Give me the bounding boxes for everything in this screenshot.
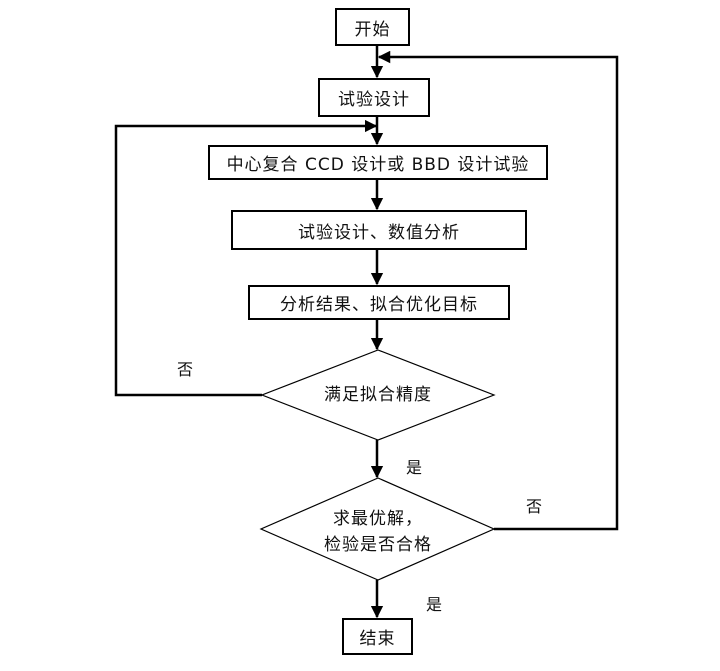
decision-optimum-label-line1: 求最优解，: [333, 509, 423, 529]
decision-optimum-label-line2: 检验是否合格: [324, 535, 432, 555]
edge-label-opt-yes: 是: [426, 595, 443, 614]
loop-fit-no: [114, 119, 378, 397]
node-experiment-design: 试验设计: [318, 78, 430, 117]
node-start: 开始: [335, 8, 410, 46]
node-end: 结束: [342, 618, 413, 655]
edge-label-fit-no: 否: [177, 360, 194, 379]
node-fit-optimize: 分析结果、拟合优化目标: [248, 285, 510, 320]
decision-check-fit-label: 满足拟合精度: [324, 385, 432, 405]
node-ccd-bbd-design: 中心复合 CCD 设计或 BBD 设计试验: [208, 145, 548, 180]
node-numeric-analysis: 试验设计、数值分析: [231, 210, 527, 250]
edge-label-opt-no: 否: [526, 497, 543, 516]
decision-check-fit: [260, 349, 496, 441]
loop-opt-no: [377, 50, 619, 531]
edge-label-fit-yes: 是: [406, 458, 423, 477]
decision-optimum: [259, 477, 496, 581]
